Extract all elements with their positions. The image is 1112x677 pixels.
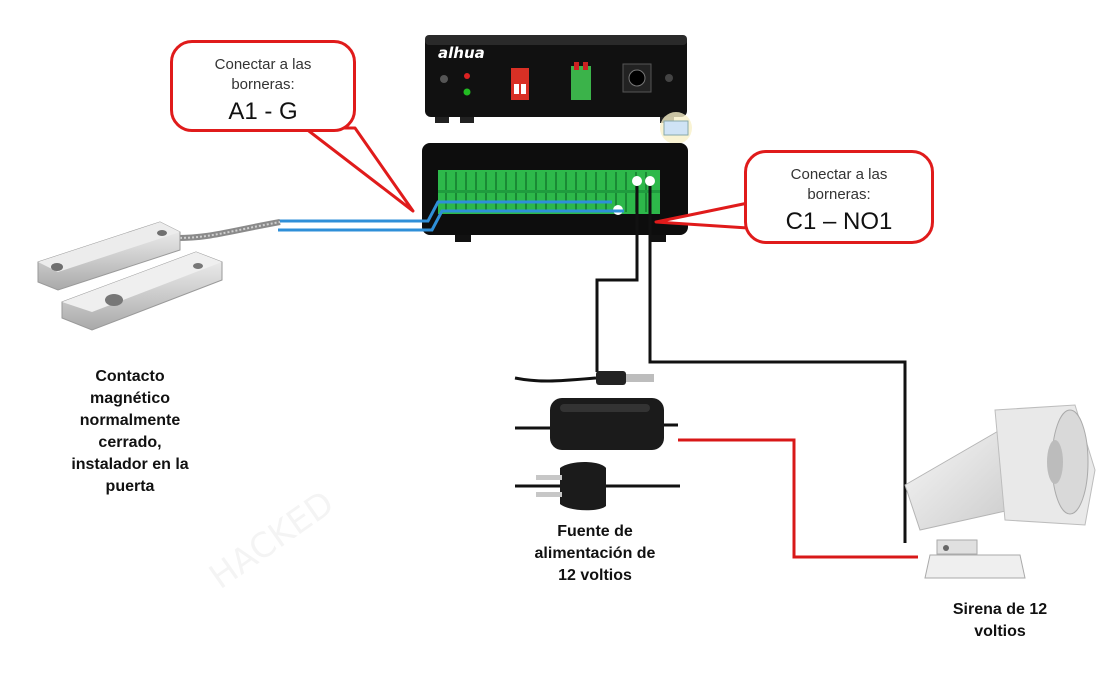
terminal-connector: [571, 66, 591, 100]
black-wires: [595, 186, 907, 543]
contact-label-line: instalador en la: [71, 456, 189, 473]
callout-left-line1: Conectar a las: [214, 56, 312, 73]
power-label-line: alimentación de: [534, 545, 656, 562]
callout-left-line2: borneras:: [231, 76, 295, 93]
callout-right-line2: borneras:: [807, 186, 871, 203]
contact-label-line: puerta: [105, 478, 155, 495]
red-wire: [678, 438, 918, 559]
magnetic-contact-image: [37, 219, 281, 331]
contact-label-line: normalmente: [79, 412, 181, 429]
svg-text:HACKED: HACKED: [202, 483, 341, 597]
siren-label: Sirena de 12 voltios: [925, 599, 1075, 643]
alarm-device: [422, 143, 688, 242]
siren-label-line: Sirena de 12: [952, 601, 1048, 618]
callout-right-terminals: C1 – NO1: [785, 208, 893, 235]
callout-left-pointer: [303, 126, 415, 213]
siren-image: [904, 404, 1096, 579]
brand-logo: alhua: [438, 44, 485, 62]
callout-left-terminals: A1 - G: [228, 98, 298, 125]
blue-wires: [278, 200, 624, 232]
contact-label-line: Contacto: [95, 368, 165, 385]
callout-right: Conectar a las borneras: C1 – NO1: [744, 150, 934, 244]
dip-switch: [511, 68, 529, 100]
contact-label: Contacto magnético normalmente cerrado, …: [55, 366, 205, 498]
terminal-no1-marker: [645, 176, 655, 186]
siren-label-line: voltios: [974, 623, 1026, 640]
contact-label-line: magnético: [89, 390, 170, 407]
terminal-c1-marker: [632, 176, 642, 186]
callout-right-line1: Conectar a las: [790, 166, 888, 183]
power-label-line: 12 voltios: [558, 567, 632, 584]
upper-device: alhua: [425, 35, 692, 144]
contact-label-line: cerrado,: [98, 434, 162, 451]
callout-left: Conectar a las borneras: A1 - G: [170, 40, 356, 132]
power-supply-image: [514, 371, 680, 511]
power-label-line: Fuente de: [557, 523, 633, 540]
power-supply-label: Fuente de alimentación de 12 voltios: [510, 521, 680, 587]
